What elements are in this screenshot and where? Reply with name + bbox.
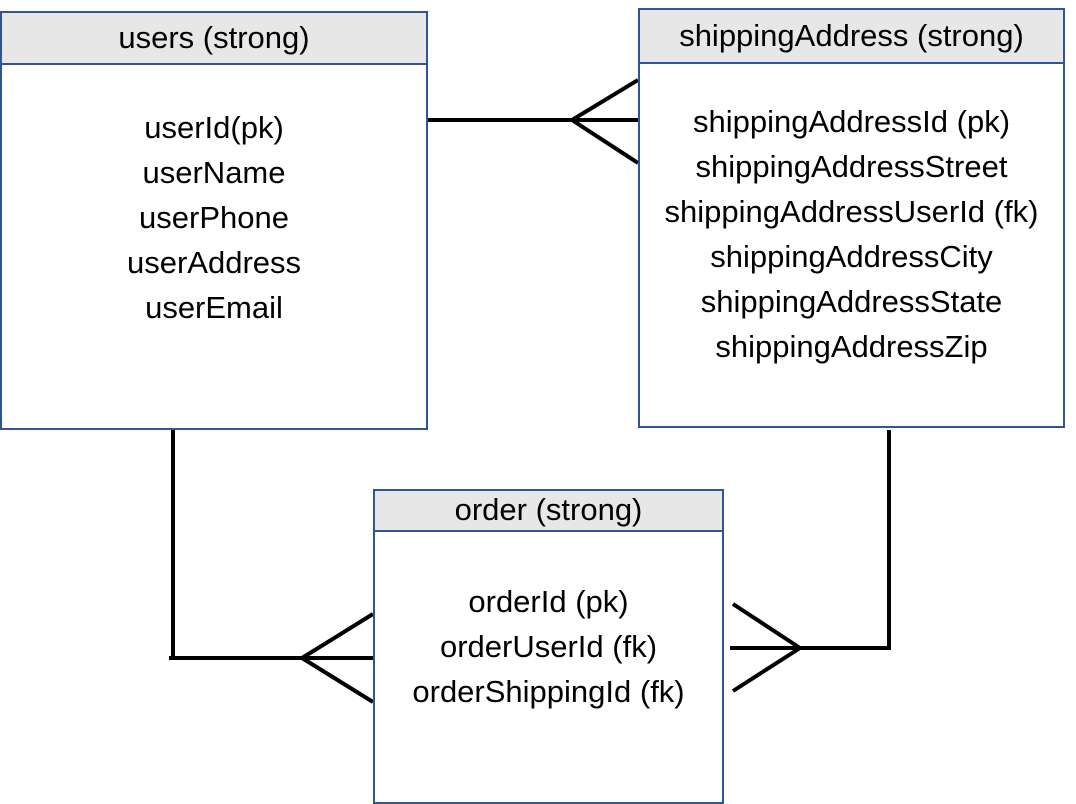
attribute: userId(pk) bbox=[144, 110, 284, 145]
crowfoot-upper-prong bbox=[570, 78, 640, 122]
attribute: userEmail bbox=[145, 290, 283, 325]
entity-title: users (strong) bbox=[2, 13, 426, 65]
connector-users-order bbox=[169, 430, 375, 704]
entity-title: order (strong) bbox=[375, 491, 722, 532]
attribute: userPhone bbox=[139, 200, 289, 235]
attribute: orderId (pk) bbox=[468, 584, 629, 619]
attribute: shippingAddressCity bbox=[710, 239, 993, 274]
crowfoot-upper-prong bbox=[300, 612, 375, 660]
crowfoot-lower-prong bbox=[300, 656, 375, 704]
attribute-list: userId(pk) userName userPhone userAddres… bbox=[2, 65, 426, 330]
entity-users: users (strong) userId(pk) userName userP… bbox=[0, 11, 428, 430]
attribute: userName bbox=[142, 155, 286, 190]
attribute: shippingAddressState bbox=[700, 284, 1003, 319]
attribute: shippingAddressId (pk) bbox=[692, 104, 1011, 139]
connector-shippingAddress-order bbox=[730, 430, 891, 693]
attribute: shippingAddressUserId (fk) bbox=[664, 194, 1039, 229]
attribute: orderShippingId (fk) bbox=[412, 674, 685, 709]
attribute: shippingAddressStreet bbox=[695, 149, 1008, 184]
attribute: orderUserId (fk) bbox=[439, 629, 658, 664]
attribute-list: orderId (pk) orderUserId (fk) orderShipp… bbox=[375, 532, 722, 714]
crowfoot-lower-prong bbox=[731, 646, 802, 693]
attribute: userAddress bbox=[126, 245, 302, 280]
crowfoot-lower-prong bbox=[570, 118, 640, 165]
entity-order: order (strong) orderId (pk) orderUserId … bbox=[373, 489, 724, 804]
connector-users-shippingAddress bbox=[428, 78, 640, 165]
crowfoot-upper-prong bbox=[731, 602, 802, 650]
attribute-list: shippingAddressId (pk) shippingAddressSt… bbox=[640, 64, 1063, 369]
entity-shippingAddress: shippingAddress (strong) shippingAddress… bbox=[638, 8, 1065, 428]
entity-title: shippingAddress (strong) bbox=[640, 10, 1063, 64]
attribute: shippingAddressZip bbox=[715, 329, 988, 364]
